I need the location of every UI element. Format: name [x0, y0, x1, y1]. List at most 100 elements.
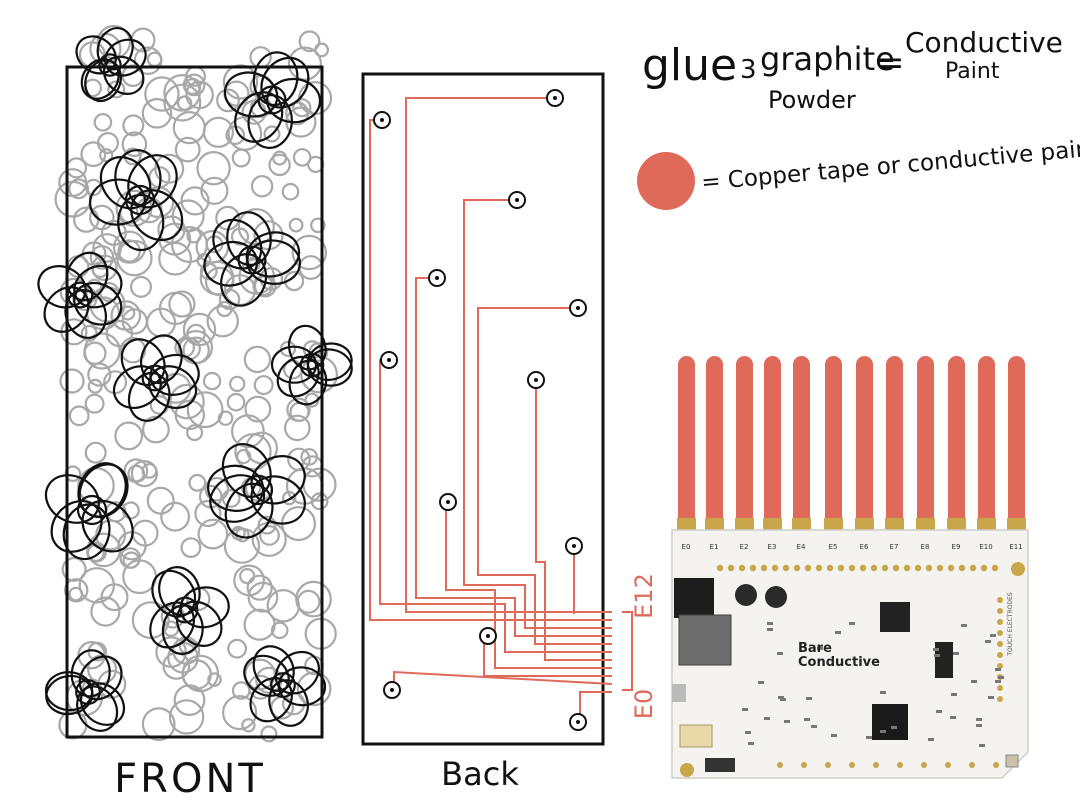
scribble-loop [158, 241, 193, 276]
front-panel-outline [65, 65, 324, 739]
scribble-loop [107, 80, 126, 99]
header-hole [749, 564, 757, 572]
flower-petal [50, 500, 103, 553]
scribble-loop [168, 290, 196, 318]
scribble-loop [59, 368, 85, 394]
copper-tape-strips [677, 356, 1026, 532]
header-hole [716, 564, 724, 572]
header-hole [804, 564, 812, 572]
bottom-pin [897, 762, 903, 768]
scribble-loop [141, 415, 170, 444]
smd-part [778, 696, 784, 699]
electrode-contact [855, 518, 874, 532]
copper-strip [978, 356, 995, 528]
smd-part [767, 622, 773, 625]
flower-doodle [37, 251, 123, 339]
header-hole [991, 564, 999, 572]
flower-petal [158, 566, 201, 616]
brand-conductive: Conductive [798, 655, 880, 670]
flower-petal [220, 253, 268, 307]
flower-petal [223, 71, 279, 118]
electrode-pad-dot [387, 358, 391, 362]
electrode-label: E6 [860, 543, 869, 551]
trace-line [415, 277, 612, 637]
header-hole [892, 564, 900, 572]
scribble-loop [204, 476, 230, 502]
scribble-loop [246, 574, 273, 601]
copper-legend-swatch [637, 152, 695, 210]
scribble-loop [250, 174, 274, 198]
electrode-contact [677, 518, 696, 532]
side-pin [997, 641, 1003, 647]
capacitor [735, 584, 757, 606]
scribble-loop [146, 486, 175, 515]
header-hole [958, 564, 966, 572]
scribble-loop [93, 113, 113, 132]
smd-part [849, 622, 855, 625]
scribble-loop [61, 556, 87, 582]
scribble-loop [146, 51, 163, 68]
flower-petal [112, 365, 162, 409]
flower-center [66, 281, 94, 309]
scribble-loop [231, 681, 251, 700]
smd-part [866, 736, 872, 739]
flower-doodle [44, 649, 126, 732]
electrode-contact [824, 518, 843, 532]
scribble-loop [253, 375, 274, 396]
flower-petal [287, 324, 327, 371]
flower-doodle [207, 443, 306, 539]
smd-part [979, 744, 985, 747]
scribble-loop [68, 405, 90, 427]
scribble-loop [292, 148, 312, 167]
scribble-loop [89, 245, 115, 270]
flower-petal [117, 193, 165, 252]
header-hole [837, 564, 845, 572]
smd-part [891, 726, 897, 729]
scribble-loop [222, 64, 259, 100]
scribble-loop [186, 227, 202, 244]
bottom-pin [801, 762, 807, 768]
flower-petal [44, 671, 94, 712]
flower-petal [224, 482, 274, 539]
scribble-loop [114, 421, 144, 451]
smd-part [971, 680, 977, 683]
copper-strip [886, 356, 903, 528]
smd-part [745, 731, 751, 734]
flower-center [75, 679, 101, 705]
flower-doodles [37, 27, 353, 732]
scribble-loop [141, 98, 173, 129]
scribble-loop [181, 654, 220, 693]
smd-part [950, 716, 956, 719]
flower-petal [127, 154, 178, 209]
flower-petal [64, 289, 108, 339]
flower-petal [249, 677, 293, 723]
trace-line [477, 307, 612, 645]
scribble-loop [202, 116, 234, 148]
flower-center [76, 494, 108, 526]
copper-strip [917, 356, 934, 528]
scribble-loop [113, 230, 147, 264]
sd-card-slot [678, 614, 732, 666]
smd-part [995, 680, 1001, 683]
electrode-pad-dot [486, 634, 490, 638]
scribble-loop [227, 638, 248, 659]
scribble-loop [130, 460, 158, 488]
smd-part [976, 718, 982, 721]
scribble-loop [96, 132, 119, 155]
trace-line [535, 380, 612, 661]
smd-part [742, 708, 748, 711]
header-hole [848, 564, 856, 572]
power-switch [705, 758, 735, 772]
scribble-loop [186, 391, 224, 429]
header-hole [980, 564, 988, 572]
electrode-label: E8 [921, 543, 930, 551]
header-hole [727, 564, 735, 572]
flower-center [98, 53, 122, 77]
copper-strip [825, 356, 842, 528]
electrode-pad-dot [390, 688, 394, 692]
side-pin [997, 630, 1003, 636]
flower-petal [43, 286, 90, 333]
flower-petal [79, 682, 126, 726]
scribble-loop [231, 148, 251, 168]
copper-strip [948, 356, 965, 528]
